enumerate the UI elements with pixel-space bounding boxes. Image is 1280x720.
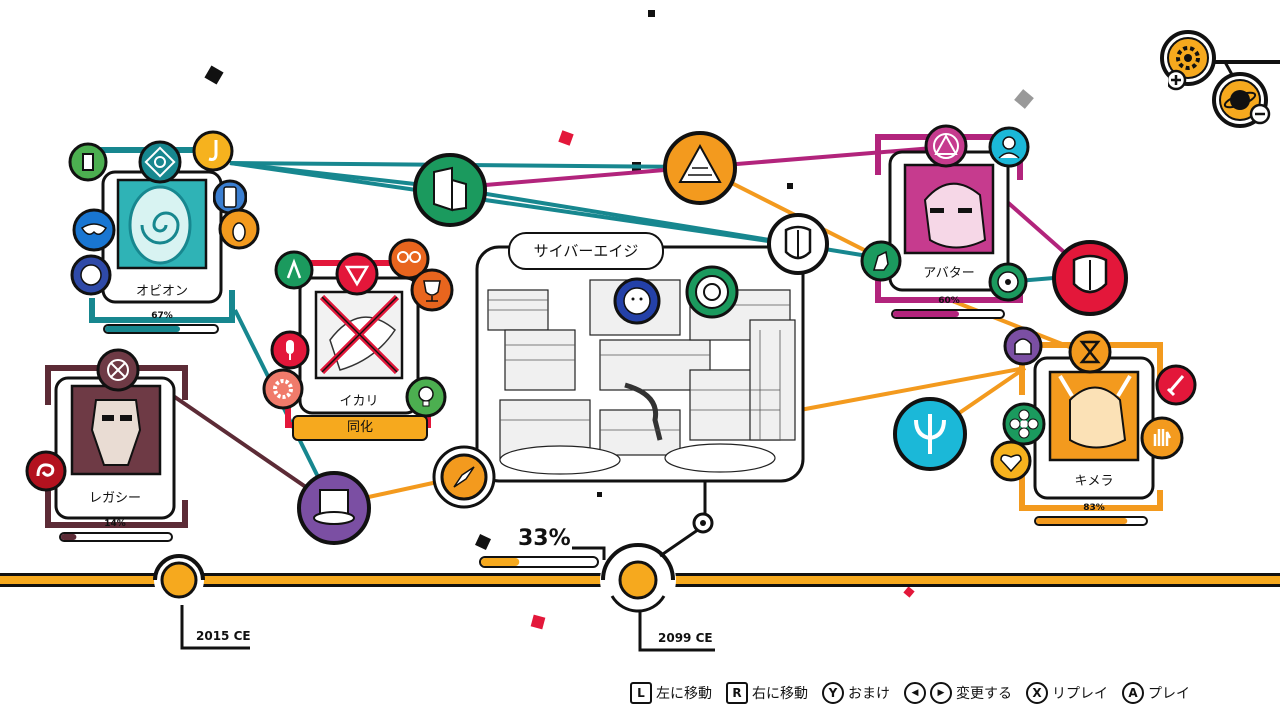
microphone-icon[interactable] bbox=[270, 330, 310, 370]
mask-icon[interactable] bbox=[72, 208, 116, 252]
spiral-icon[interactable] bbox=[138, 140, 182, 184]
unicorn-icon[interactable] bbox=[860, 240, 902, 282]
gear-plus-icon[interactable] bbox=[1168, 38, 1208, 92]
move-left-label: 左に移動 bbox=[656, 686, 712, 702]
move-right-label: 右に移動 bbox=[752, 686, 808, 702]
world-progress-percent: 33% bbox=[518, 526, 571, 551]
serpent-icon[interactable] bbox=[25, 450, 67, 492]
change-control[interactable]: ◀ ▶ 変更する bbox=[904, 682, 1012, 704]
lion-small-icon[interactable] bbox=[70, 254, 112, 296]
x-button-icon: X bbox=[1026, 682, 1048, 704]
hook-icon[interactable] bbox=[192, 130, 234, 172]
timeline-left-label: 2015 CE bbox=[196, 629, 251, 643]
world-progress-bar bbox=[479, 546, 606, 568]
legacy-name: レガシー bbox=[88, 491, 141, 506]
y-button-icon: Y bbox=[822, 682, 844, 704]
trophy-icon[interactable] bbox=[410, 268, 454, 312]
lion-icon[interactable] bbox=[612, 276, 662, 326]
move-right-control[interactable]: R 右に移動 bbox=[726, 682, 808, 704]
a-button-icon: A bbox=[1122, 682, 1144, 704]
ram-icon[interactable] bbox=[388, 238, 430, 280]
r-button-icon: R bbox=[726, 682, 748, 704]
card-obion[interactable] bbox=[89, 147, 235, 334]
card-legacy[interactable] bbox=[45, 365, 188, 542]
disc-icon[interactable] bbox=[988, 262, 1028, 302]
planet-minus-icon[interactable] bbox=[1220, 80, 1276, 128]
compass-icon[interactable] bbox=[432, 445, 496, 509]
lightbulb-icon[interactable] bbox=[405, 376, 447, 418]
controls-bar: L 左に移動 R 右に移動 Y おまけ ◀ ▶ 変更する X リプレイ A プレ… bbox=[630, 680, 1198, 706]
replay-control[interactable]: X リプレイ bbox=[1026, 682, 1108, 704]
extras-control[interactable]: Y おまけ bbox=[822, 682, 890, 704]
timeline-bar bbox=[0, 480, 1280, 652]
dpad-right-icon: ▶ bbox=[930, 682, 952, 704]
avatar-name: アバター bbox=[923, 266, 975, 281]
play-control[interactable]: A プレイ bbox=[1122, 682, 1190, 704]
move-left-control[interactable]: L 左に移動 bbox=[630, 682, 712, 704]
hat-icon[interactable] bbox=[296, 470, 372, 546]
robot-mask-icon[interactable] bbox=[1050, 238, 1130, 318]
card-ikari[interactable] bbox=[282, 260, 431, 428]
change-label: 変更する bbox=[956, 686, 1012, 702]
bread-icon[interactable] bbox=[1003, 326, 1043, 366]
hand-icon[interactable] bbox=[1140, 416, 1184, 460]
avatar-percent: 60% bbox=[938, 296, 960, 306]
pyramid-icon[interactable] bbox=[662, 130, 738, 206]
replay-label: リプレイ bbox=[1052, 686, 1108, 702]
footprint-icon[interactable] bbox=[218, 208, 260, 250]
obion-name: オビオン bbox=[135, 284, 188, 299]
ikari-status-badge: 同化 bbox=[292, 415, 428, 441]
heart-icon[interactable] bbox=[990, 440, 1032, 482]
ikari-name: イカリ bbox=[339, 394, 379, 409]
flower-icon[interactable] bbox=[1002, 402, 1046, 446]
extras-label: おまけ bbox=[848, 686, 890, 702]
trident-icon[interactable] bbox=[892, 396, 968, 472]
timeline-right-label: 2099 CE bbox=[658, 631, 713, 645]
building-icon[interactable] bbox=[412, 152, 488, 228]
lantern-icon[interactable] bbox=[68, 142, 108, 182]
sword-icon[interactable] bbox=[1155, 364, 1197, 406]
hourglass-icon[interactable] bbox=[1068, 330, 1112, 374]
portrait-icon[interactable] bbox=[988, 126, 1030, 168]
chimera-name: キメラ bbox=[1074, 474, 1114, 489]
triangle-down-icon[interactable] bbox=[335, 252, 379, 296]
play-label: プレイ bbox=[1148, 686, 1190, 702]
card-chimera[interactable] bbox=[1019, 342, 1163, 526]
mask-cyber-icon[interactable] bbox=[766, 212, 830, 276]
chimera-percent: 83% bbox=[1083, 503, 1105, 513]
ring-icon[interactable] bbox=[684, 264, 740, 320]
world-title: サイバーエイジ bbox=[508, 232, 664, 270]
triangle-circle-icon[interactable] bbox=[924, 124, 968, 168]
dpad-left-icon: ◀ bbox=[904, 682, 926, 704]
confetti bbox=[204, 10, 1034, 630]
obion-percent: 67% bbox=[151, 311, 173, 321]
legacy-percent: 14% bbox=[104, 519, 126, 529]
l-button-icon: L bbox=[630, 682, 652, 704]
cross-circle-icon[interactable] bbox=[96, 348, 140, 392]
figure-icon[interactable] bbox=[274, 250, 314, 290]
gear-icon[interactable] bbox=[262, 368, 304, 410]
